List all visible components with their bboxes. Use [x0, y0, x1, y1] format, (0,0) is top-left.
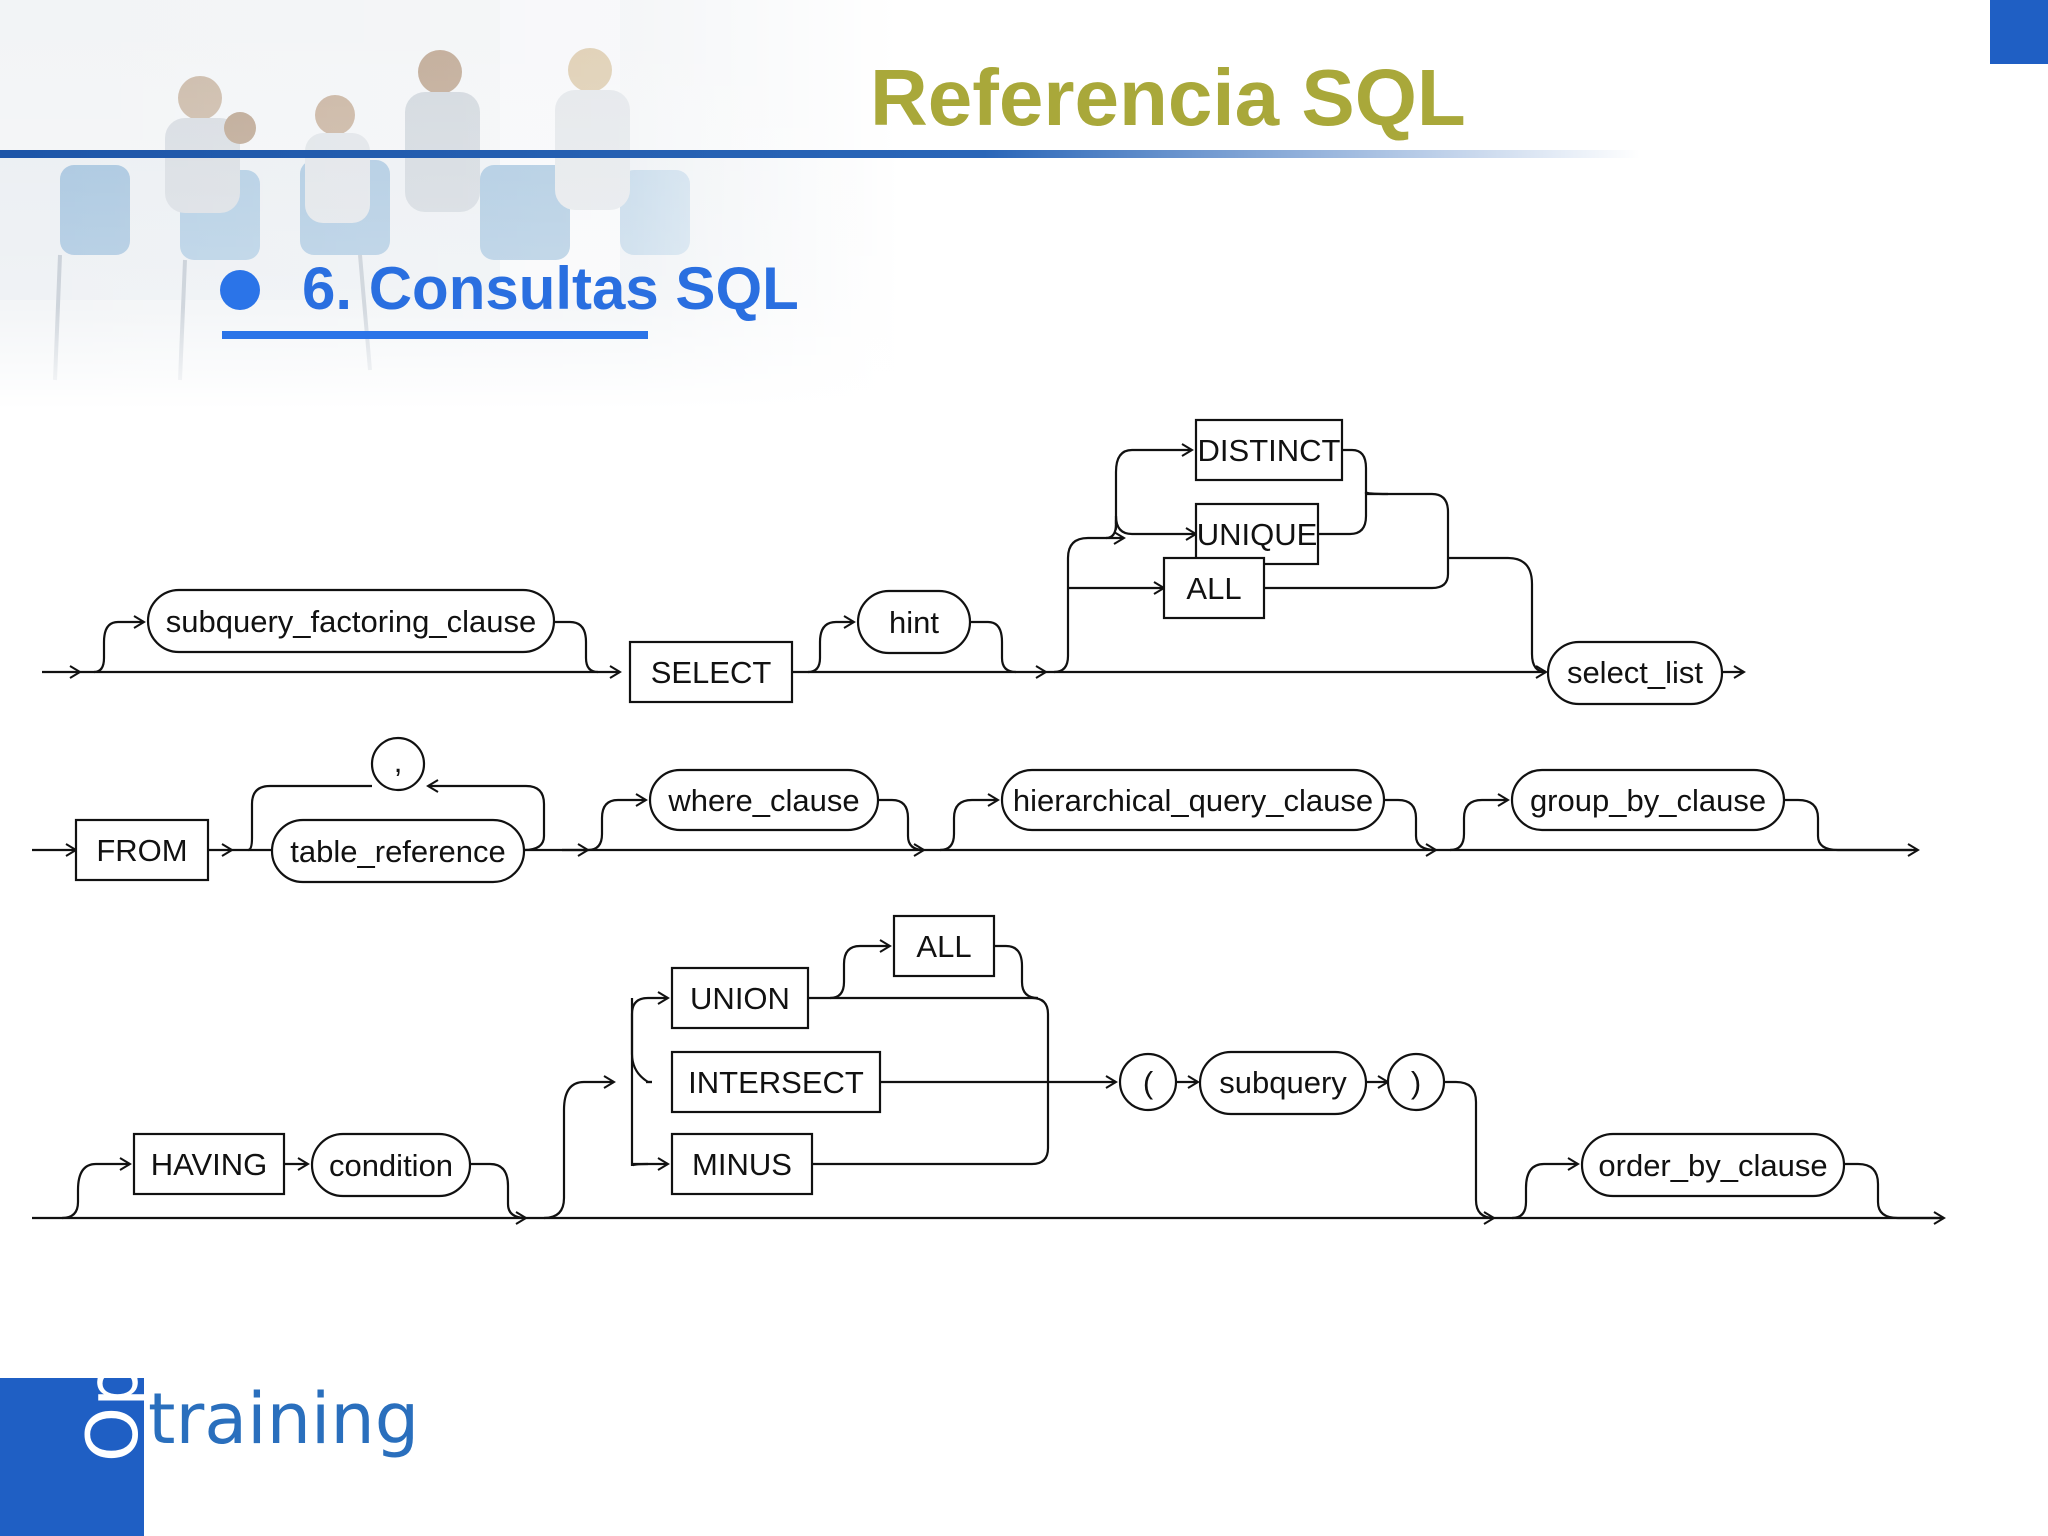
group-by-clause-label: group_by_clause — [1530, 783, 1766, 818]
hierarchical-branch-up — [939, 793, 1000, 852]
hint-branch-up — [807, 615, 856, 674]
hint-box — [856, 589, 972, 655]
union-all-branch-up — [829, 939, 892, 1000]
select-keyword-label: SELECT — [651, 655, 772, 690]
all-keyword-label: ALL — [1186, 571, 1241, 606]
condition-label: condition — [329, 1148, 453, 1183]
row1-branch-down — [554, 620, 599, 674]
title-divider-line — [0, 150, 1640, 158]
slide-title: Referencia SQL — [870, 53, 1466, 142]
union-all-keyword-box — [892, 914, 996, 978]
intersect-keyword-box — [670, 1050, 882, 1114]
where-branch-up — [587, 793, 648, 852]
all-keyword-box — [1162, 556, 1266, 620]
hierarchical-branch-down — [1384, 798, 1438, 857]
subquery-label: subquery — [1219, 1065, 1347, 1100]
from-keyword-label: FROM — [96, 833, 187, 868]
set-left-rail — [630, 996, 649, 1167]
intersect-keyword-label: INTERSECT — [688, 1065, 864, 1100]
hint-label: hint — [889, 605, 939, 640]
having-keyword-box — [132, 1132, 286, 1196]
hierarchical-query-clause-label: hierarchical_query_clause — [1013, 783, 1373, 818]
unique-keyword-label: UNIQUE — [1197, 517, 1318, 552]
subquery-factoring-clause-label: subquery_factoring_clause — [166, 604, 537, 639]
order-by-clause-label: order_by_clause — [1598, 1148, 1827, 1183]
bullet-icon — [220, 270, 260, 310]
set-operator-branch-down — [1444, 1080, 1496, 1225]
union-keyword-box — [670, 966, 810, 1030]
logo-training-text: training — [148, 1378, 420, 1460]
having-keyword-label: HAVING — [151, 1147, 268, 1182]
union-all-branch-down — [994, 944, 1039, 1000]
modifier-branch-up — [1053, 531, 1126, 674]
select-list-label: select_list — [1567, 655, 1703, 690]
select-syntax-diagram: subquery_factoring_clause SELECT hint DI… — [32, 408, 2016, 1238]
table-loop-left — [247, 784, 372, 852]
group-by-branch-up — [1449, 793, 1510, 852]
order-by-branch-down — [1844, 1162, 1899, 1220]
intersect-left-curve — [630, 998, 649, 1083]
set-right-rail — [812, 996, 1050, 1166]
set-operator-branch-up — [543, 1075, 616, 1220]
table-loop-right — [426, 779, 546, 852]
modifier-right-rail — [1366, 492, 1450, 590]
order-by-branch-up — [1511, 1157, 1580, 1220]
where-clause-label: where_clause — [667, 783, 859, 818]
right-paren-label: ) — [1411, 1065, 1421, 1100]
modifier-branch-down — [1447, 556, 1547, 674]
select-keyword-box — [628, 640, 794, 704]
background-photo — [0, 0, 900, 410]
unique-keyword-box — [1194, 502, 1320, 566]
hint-branch-down — [970, 620, 1017, 674]
unique-branch — [1114, 515, 1198, 541]
railroad-diagram: subquery_factoring_clause SELECT hint DI… — [32, 418, 1946, 1225]
distinct-keyword-label: DISTINCT — [1198, 433, 1341, 468]
having-branch-up — [61, 1157, 132, 1220]
from-keyword-box — [74, 818, 210, 882]
minus-keyword-label: MINUS — [692, 1147, 792, 1182]
slide-subtitle: 6. Consultas SQL — [302, 255, 799, 322]
union-all-keyword-label: ALL — [916, 929, 971, 964]
row1-branch-up — [93, 615, 146, 674]
left-paren-label: ( — [1143, 1065, 1154, 1100]
subquery-factoring-clause-box — [146, 588, 556, 654]
logo-blue-block — [0, 1378, 144, 1536]
subtitle-underline — [222, 331, 648, 339]
corner-accent — [1990, 0, 2048, 64]
union-keyword-label: UNION — [690, 981, 790, 1016]
group-by-branch-down — [1784, 798, 1839, 852]
office-photo-image — [0, 0, 900, 410]
comma-separator-box — [370, 736, 426, 792]
logo-open-text: Open — [72, 1275, 154, 1462]
having-branch-down — [470, 1162, 528, 1225]
comma-label: , — [394, 744, 403, 779]
distinct-branch — [1105, 443, 1194, 540]
where-branch-down — [878, 798, 926, 857]
table-reference-label: table_reference — [290, 834, 505, 869]
